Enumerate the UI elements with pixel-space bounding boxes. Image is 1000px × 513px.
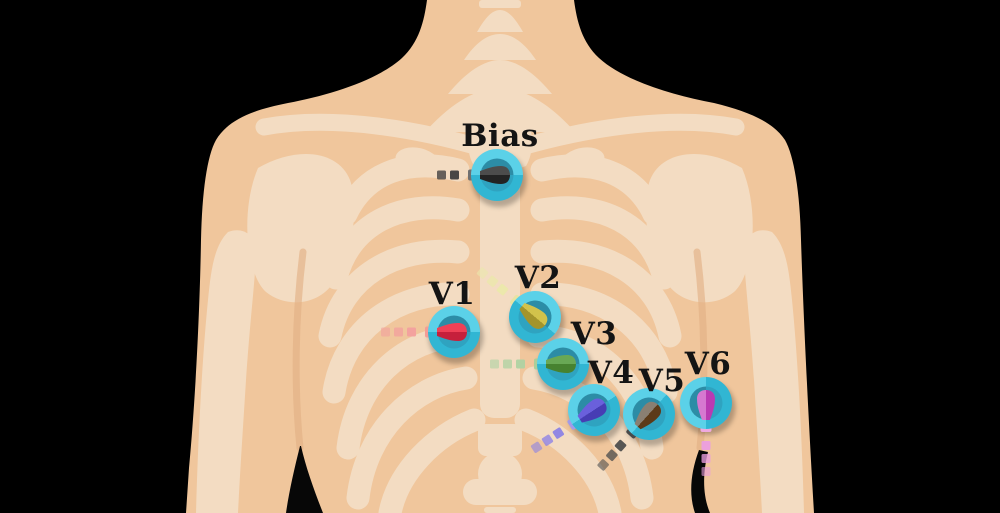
electrode-v5[interactable] <box>581 377 686 485</box>
label-v6: V6 <box>684 346 732 382</box>
humerus <box>196 230 256 513</box>
rib <box>322 282 470 404</box>
armpit-creases <box>286 446 710 513</box>
electrode-layer <box>381 149 736 485</box>
cable-dot-v1 <box>394 327 403 337</box>
label-v1: V1 <box>428 276 476 312</box>
cable-dot-v2 <box>486 275 499 288</box>
scapula <box>247 154 355 303</box>
spine-segment <box>484 507 516 513</box>
cable-dot-v2 <box>476 267 489 279</box>
vertebra <box>479 0 521 8</box>
rib <box>346 366 478 510</box>
armpit-gap-left <box>286 446 323 513</box>
electrode-v4[interactable] <box>519 374 630 472</box>
electrode-v3[interactable] <box>490 338 593 396</box>
cable-dot-v3 <box>503 359 512 369</box>
cable-dot-v6 <box>701 467 711 476</box>
cable-dot-v5 <box>614 439 627 452</box>
plug-v6 <box>697 390 715 420</box>
vertebra <box>477 10 523 32</box>
ribs-left <box>255 113 491 513</box>
plug-v2 <box>519 303 548 329</box>
cable-dot-v6 <box>701 454 711 463</box>
sternum <box>480 150 520 418</box>
cable-dot-v4 <box>552 427 565 439</box>
label-v2: V2 <box>514 260 562 296</box>
cable-dot-bias <box>450 170 459 180</box>
cable-dot-v5 <box>597 459 609 471</box>
cable-dot-v3 <box>516 359 525 369</box>
spine-segment <box>478 424 522 456</box>
xiphoid-base <box>463 479 537 505</box>
electrode-v1[interactable] <box>381 306 484 364</box>
cable-dot-v1 <box>407 327 416 337</box>
label-v3: V3 <box>570 316 618 352</box>
label-v4: V4 <box>587 355 635 391</box>
cable-dot-v4 <box>541 434 554 446</box>
label-v5: V5 <box>638 363 686 399</box>
bone-strokes <box>255 113 736 513</box>
cable-dot-bias <box>437 170 446 180</box>
electrode-v6[interactable] <box>680 377 736 476</box>
cable-dot-v1 <box>381 327 390 337</box>
plug-v5 <box>634 401 661 430</box>
cable-dot-v5 <box>606 449 618 461</box>
rib <box>318 239 470 348</box>
rib <box>334 154 470 226</box>
pec-shade-left <box>292 248 307 452</box>
clavicle <box>255 113 491 157</box>
plug-bias <box>480 166 510 184</box>
rib <box>378 408 486 513</box>
cable-dot-v6 <box>701 441 711 450</box>
plug-v3 <box>546 355 576 373</box>
cable-dot-v2 <box>496 283 509 296</box>
cable-dot-v3 <box>490 359 499 369</box>
rib <box>324 196 470 290</box>
vertebra <box>425 88 575 132</box>
cable-dot-v4 <box>530 441 543 453</box>
label-bias: Bias <box>461 118 539 154</box>
plug-v4 <box>577 398 607 423</box>
armpit-crease-right <box>691 450 710 513</box>
electrode-bias[interactable] <box>437 149 527 207</box>
vertebra <box>448 60 552 94</box>
plug-v1 <box>437 323 467 341</box>
electrode-v2[interactable] <box>462 250 571 353</box>
vertebra <box>464 34 536 60</box>
